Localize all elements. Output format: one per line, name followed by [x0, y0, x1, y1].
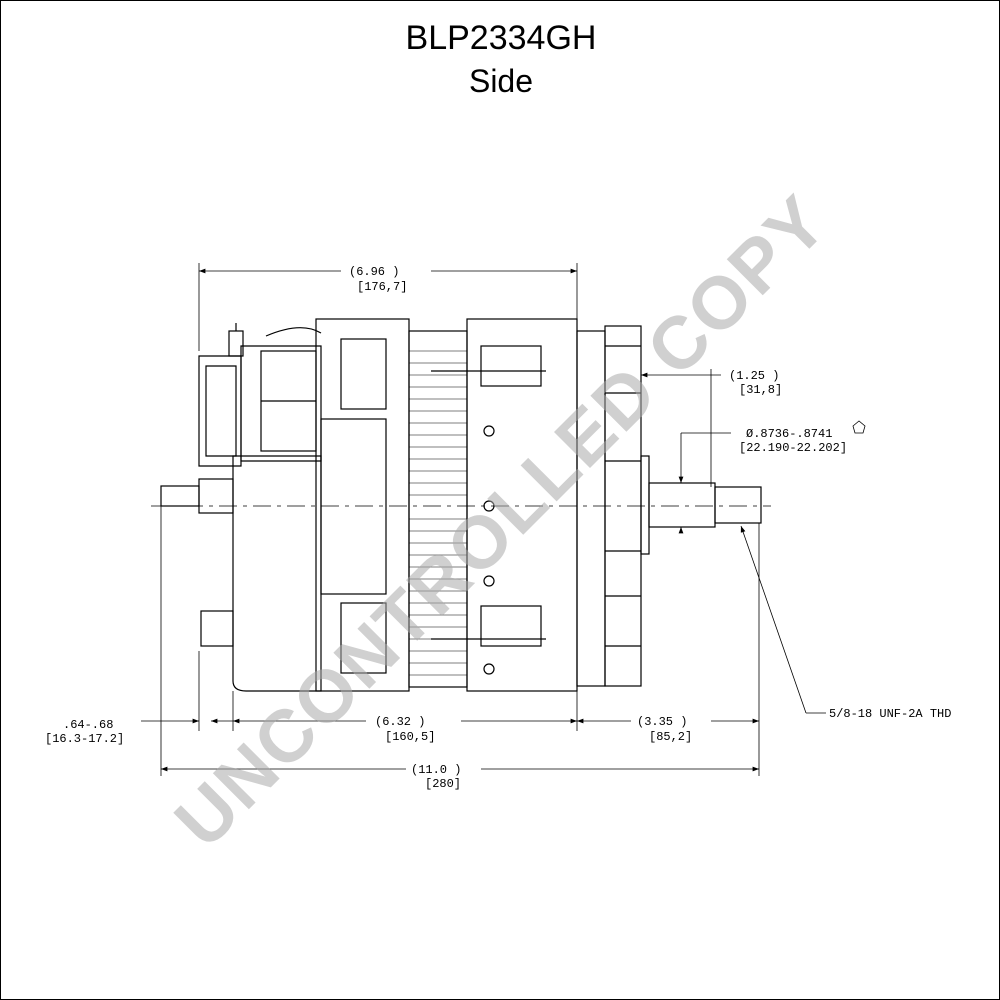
alternator-outline	[160, 318, 762, 692]
total-length-in: (11.0 )	[411, 763, 461, 777]
overall-length-in: (6.96 )	[349, 265, 399, 279]
shaft-diameter-in: Ø.8736-.8741	[746, 427, 832, 441]
thread-callout: 5/8-18 UNF-2A THD	[829, 707, 951, 721]
fin-lines	[409, 350, 467, 676]
overall-length-mm: [176,7]	[357, 280, 407, 294]
body-length-mm: [160,5]	[385, 730, 435, 744]
pulley-offset-mm: [31,8]	[739, 383, 782, 397]
view-label: Side	[468, 63, 534, 99]
pulley-offset-in: (1.25 )	[729, 369, 779, 383]
terminal-dim-in: .64-.68	[63, 718, 113, 732]
dimension-lines	[141, 263, 866, 776]
dimension-labels: (6.96 ) [176,7] (1.25 ) [31,8] Ø.8736-.8…	[45, 265, 951, 791]
terminal-dim-mm: [16.3-17.2]	[45, 732, 124, 746]
body-length-in: (6.32 )	[375, 715, 425, 729]
total-length-mm: [280]	[425, 777, 461, 791]
drawing-title: BLP2334GH	[405, 19, 597, 57]
shaft-diameter-mm: [22.190-22.202]	[739, 441, 847, 455]
shaft-length-mm: [85,2]	[649, 730, 692, 744]
shaft-length-in: (3.35 )	[637, 715, 687, 729]
